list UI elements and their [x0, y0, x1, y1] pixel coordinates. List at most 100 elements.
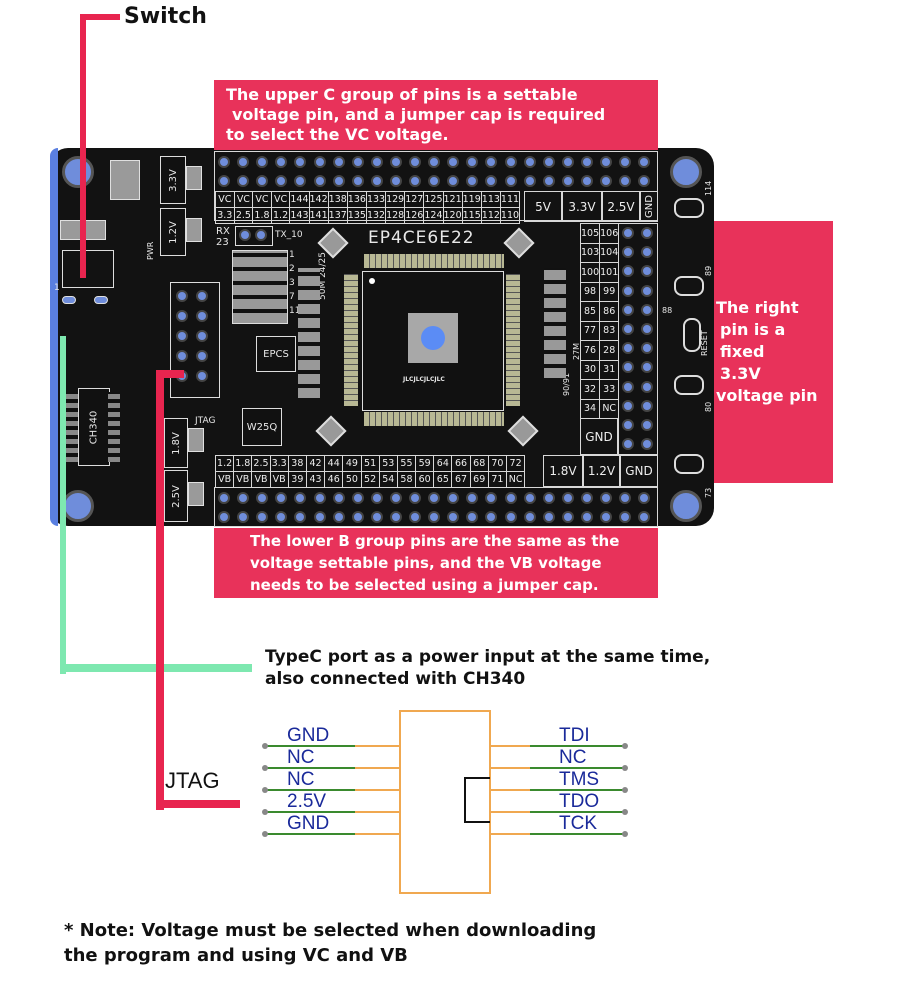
key-button[interactable] — [674, 276, 704, 296]
header-pin — [641, 227, 653, 239]
header-pin — [523, 492, 536, 504]
right-header-frame — [618, 223, 658, 455]
mounting-hole-bottom-left — [62, 490, 94, 522]
key-button[interactable] — [674, 375, 704, 395]
header-pin — [409, 156, 421, 168]
pin-number-cell: 52 — [360, 471, 380, 488]
pin-number-cell: NC — [599, 398, 620, 419]
rail-label: GND — [585, 429, 613, 444]
header-pin — [409, 511, 421, 523]
schematic-left-pin-label: GND — [287, 813, 330, 834]
power-switch[interactable] — [62, 250, 114, 288]
header-pin — [561, 511, 574, 523]
header-pin — [218, 156, 230, 168]
pin-number-cell: 128 — [385, 207, 406, 224]
board-edge-left-accent — [50, 148, 58, 526]
callout-line: voltage settable pins, and the VB voltag… — [250, 554, 602, 572]
regulator-1v8: 1.8V — [164, 418, 188, 468]
header-pin — [622, 380, 634, 393]
pin-number-cell: 119 — [461, 191, 482, 208]
key-button[interactable] — [674, 454, 704, 474]
callout-line: pin is a fixed — [720, 320, 786, 361]
regulator-tab — [188, 482, 204, 506]
header-pin — [428, 156, 441, 168]
header-pin — [313, 511, 326, 523]
header-pin — [351, 492, 364, 504]
header-pin — [641, 419, 653, 431]
tx-pin — [255, 229, 267, 241]
pin-number-cell: 105 — [579, 223, 601, 244]
switch-label: Switch — [124, 4, 207, 29]
header-pin — [523, 175, 536, 187]
header-pin — [485, 156, 498, 168]
pin-number-cell: 86 — [599, 301, 620, 322]
callout-line: to select the VC voltage. — [226, 125, 449, 144]
header-pin — [641, 323, 653, 335]
pin-number-cell: 1.2 — [270, 207, 291, 224]
schematic-pin-end — [622, 743, 628, 749]
header-pin — [641, 438, 653, 451]
schematic-right-pin-label: TMS — [559, 769, 600, 790]
note-line: the program and using VC and VB — [64, 945, 408, 966]
header-pin — [561, 175, 574, 187]
pin-number-cell: 98 — [579, 281, 601, 302]
jtag-leader-top — [156, 370, 184, 378]
pin-number-cell: 83 — [599, 320, 620, 341]
pwr-label: PWR — [146, 241, 155, 260]
regulator-2v5: 2.5V — [164, 470, 188, 522]
pin-number-cell: 85 — [579, 301, 601, 322]
schematic-pin-end — [262, 809, 268, 815]
chip-part-number: EP4CE6E22 — [368, 228, 475, 248]
header-pin — [196, 350, 208, 362]
pin-number-cell: VC — [215, 191, 235, 208]
header-pin — [622, 303, 634, 316]
right-gnd-label: GND — [580, 418, 618, 455]
schematic-right-pin-label: TDO — [559, 791, 600, 812]
header-pin — [485, 175, 498, 187]
header-pin — [542, 492, 555, 504]
pin-number-cell: 69 — [469, 471, 489, 488]
pin-number-cell: NC — [505, 471, 526, 488]
header-pin — [641, 342, 653, 355]
header-pin — [275, 511, 288, 523]
header-pin — [622, 361, 634, 374]
header-pin — [641, 380, 653, 393]
pin-number-cell: 50 — [342, 471, 362, 488]
rail-label: GND — [625, 464, 653, 478]
epcs-chip: EPCS — [256, 336, 296, 372]
header-pin — [351, 511, 364, 523]
pin-label-89: 89 — [704, 265, 713, 276]
pin-number-cell: 1.8 — [233, 455, 253, 472]
pin-number-cell: 64 — [433, 455, 453, 472]
pin-number-cell: 144 — [289, 191, 310, 208]
typec-label: TypeC port as a power input at the same … — [265, 646, 710, 690]
mounting-hole-bottom-right — [670, 490, 702, 522]
pin-number-cell: 133 — [365, 191, 387, 208]
header-pin — [409, 175, 421, 187]
header-pin — [447, 156, 460, 168]
bottom-header-frame — [214, 487, 658, 527]
header-pin — [641, 246, 653, 259]
jtag-leader-bottom — [156, 800, 240, 808]
pin-number-cell: 34 — [579, 398, 601, 419]
header-pin — [619, 511, 632, 523]
reset-button[interactable] — [683, 318, 701, 352]
schematic-left-pin-label: 2.5V — [287, 791, 327, 812]
led-pin-label: 3 — [289, 278, 295, 288]
pin-number-cell: 54 — [378, 471, 398, 488]
top-rail-2v5: 2.5V — [602, 191, 640, 222]
lower-b-group-callout: The lower B group pins are the same as t… — [214, 528, 658, 598]
header-pin — [619, 492, 632, 504]
header-pin — [370, 492, 383, 504]
osc50-pads — [298, 268, 320, 398]
right-fixed-pin-callout: The right pin is a fixed 3.3V voltage pi… — [714, 221, 833, 483]
jtag-leader-vertical — [156, 372, 164, 810]
chip-marking: JLCJLCJLCJLC — [403, 376, 445, 383]
key-button[interactable] — [674, 198, 704, 218]
bottom-rail-1v8: 1.8V — [543, 455, 583, 487]
header-pin — [332, 492, 345, 504]
led-pin-label: 2 — [289, 264, 295, 274]
header-pin — [332, 175, 345, 187]
w25q-chip: W25Q — [242, 408, 282, 446]
